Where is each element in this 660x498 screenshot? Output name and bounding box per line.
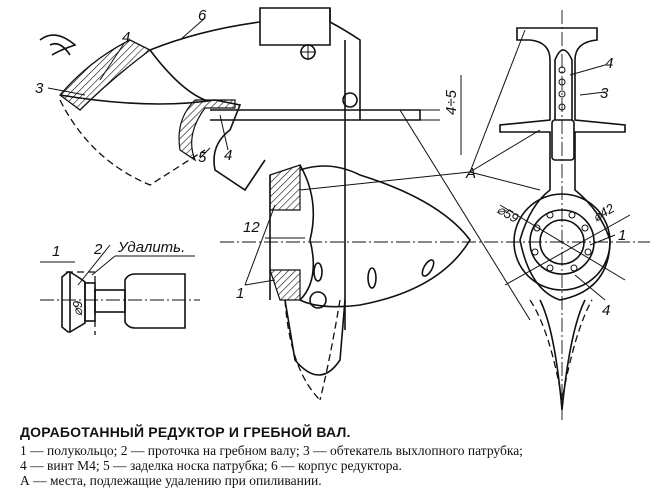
label-3-front: 3 xyxy=(600,85,609,102)
dimension-dia-42: ⌀42 xyxy=(590,200,617,225)
caption-line-2: 4 — винт М4; 5 — заделка носка патрубка;… xyxy=(20,458,402,473)
label-2-groove: 2 xyxy=(93,241,103,258)
label-1-shaft: 1 xyxy=(52,243,60,260)
label-6: 6 xyxy=(198,7,207,24)
leader-lines xyxy=(47,17,541,321)
label-1-front: 1 xyxy=(618,227,626,244)
dimension-12: 12 xyxy=(243,219,260,236)
label-4-front-top: 4 xyxy=(605,55,613,72)
gearbox-drawing: 6 4 3 5 4 4÷5 A 12 1 1 2 Удалить. ⌀9 ⌀59… xyxy=(35,7,650,420)
caption-line-3: А — места, подлежащие удалению при опили… xyxy=(20,473,322,488)
label-5: 5 xyxy=(198,149,207,166)
label-4-front-bottom: 4 xyxy=(602,302,610,319)
label-4-nozzle: 4 xyxy=(224,147,232,164)
dimension-dia-9: ⌀9 xyxy=(70,301,85,316)
label-4-nozzle-top: 4 xyxy=(122,29,130,46)
exhaust-nozzle xyxy=(39,34,266,192)
label-A: A xyxy=(465,165,476,182)
gearbox-front-view xyxy=(499,10,631,420)
label-remove: Удалить. xyxy=(117,239,185,256)
dimension-dia-59: ⌀59 xyxy=(495,202,522,226)
figure-caption: ДОРАБОТАННЫЙ РЕДУКТОР И ГРЕБНОЙ ВАЛ. 1 —… xyxy=(20,424,660,488)
label-3-fairing: 3 xyxy=(35,80,44,97)
gearbox-housing-side-view xyxy=(149,7,650,401)
propeller-shaft-detail xyxy=(40,244,200,335)
caption-title: ДОРАБОТАННЫЙ РЕДУКТОР И ГРЕБНОЙ ВАЛ. xyxy=(20,424,351,440)
caption-line-1: 1 — полукольцо; 2 — проточка на гребном … xyxy=(20,443,523,458)
dimension-4-5: 4÷5 xyxy=(443,89,460,115)
label-1-half-ring: 1 xyxy=(236,285,244,302)
